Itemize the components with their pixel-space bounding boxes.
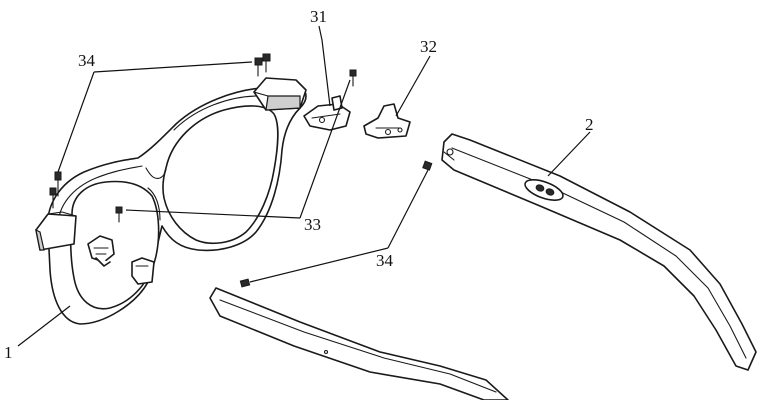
label-32: 32 [420,37,437,56]
temple-arm-left [209,287,509,400]
screw-frame [115,206,123,223]
label-31: 31 [310,7,327,26]
screw-top-left [49,171,62,209]
label-34-top: 34 [78,51,96,70]
screw-temple-left [239,278,251,288]
label-33: 33 [304,215,321,234]
hinge-bracket-31 [303,95,351,131]
leader-lines [17,25,591,347]
screw-top-right [254,53,271,77]
label-34-bottom: 34 [376,251,394,270]
screw-temple-right [422,160,433,171]
temple-arm-right [441,133,757,371]
left-hinge-assembly [87,235,155,285]
label-2: 2 [585,115,594,134]
label-1: 1 [4,343,13,362]
screw-hinge [349,69,357,87]
front-frame [35,77,307,325]
hinge-bracket-32 [363,103,411,139]
